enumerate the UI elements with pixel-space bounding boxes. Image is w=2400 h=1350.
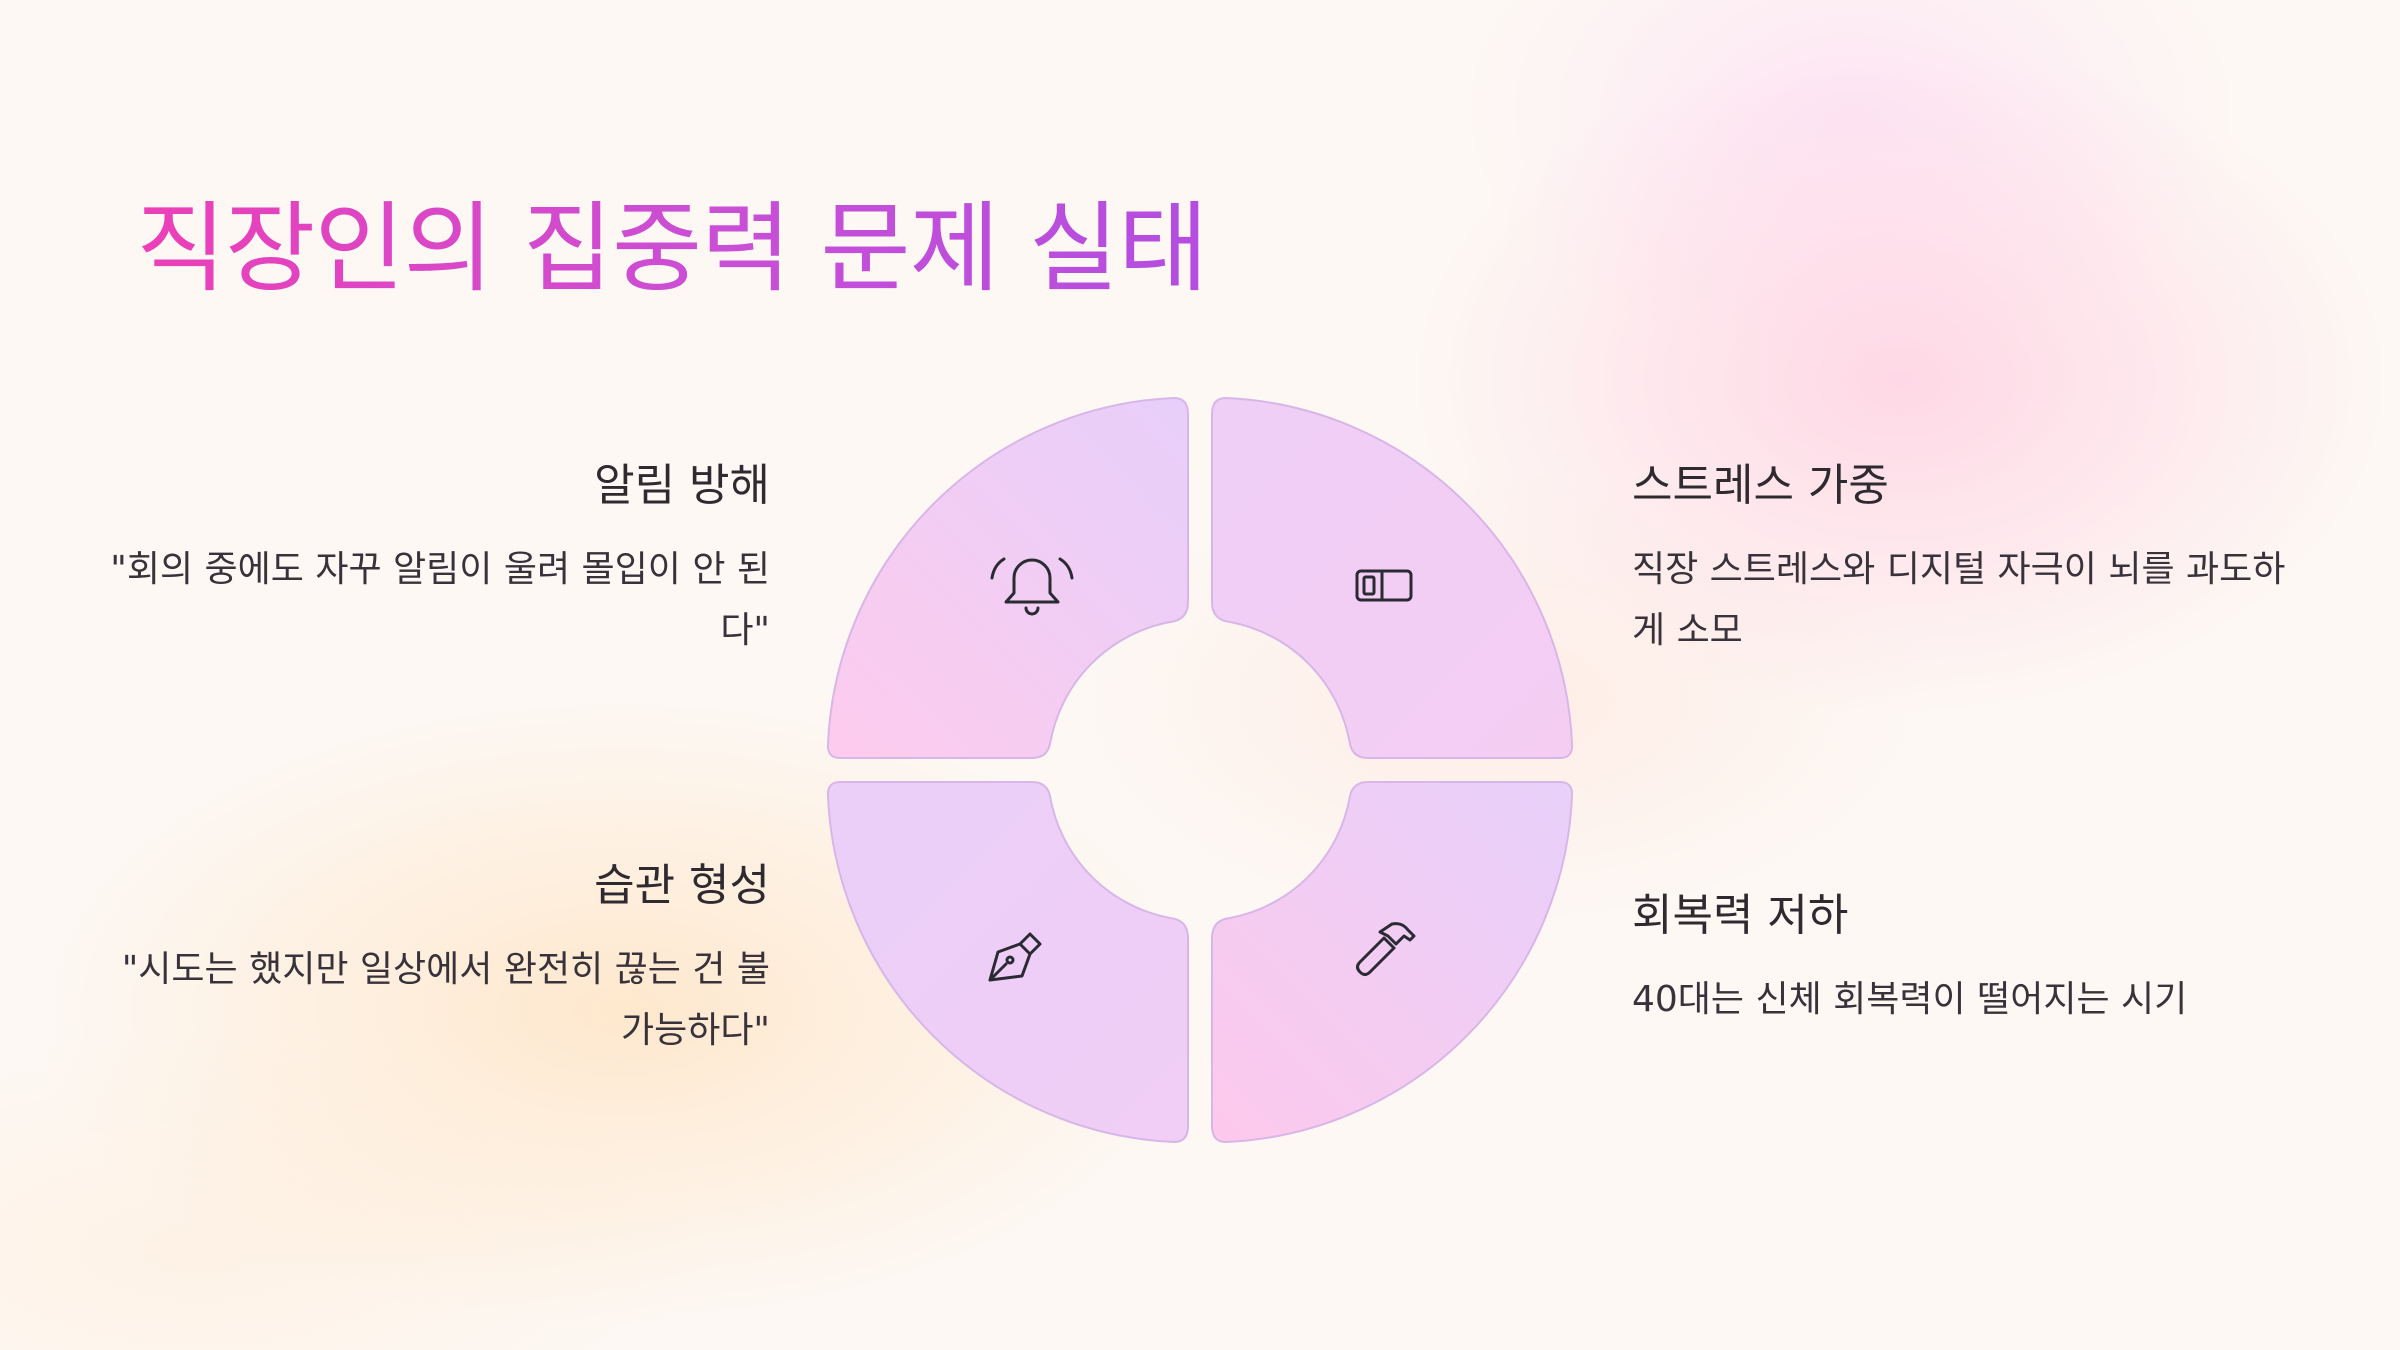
- item-block-resilience: 회복력 저하 40대는 신체 회복력이 떨어지는 시기: [1632, 888, 2312, 1030]
- segment-notifications[interactable]: [826, 396, 1189, 759]
- item-block-notifications: 알림 방해 "회의 중에도 자꾸 알림이 울려 몰입이 안 된다": [90, 458, 770, 661]
- pen-nib-icon: [988, 932, 1042, 982]
- item-desc-habits: "시도는 했지만 일상에서 완전히 끊는 건 불가능하다": [121, 949, 770, 1051]
- item-title-stress: 스트레스 가중: [1632, 460, 1889, 511]
- item-title-habits: 습관 형성: [594, 860, 770, 911]
- segment-resilience[interactable]: [1211, 781, 1574, 1144]
- item-block-stress: 스트레스 가중 직장 스트레스와 디지털 자극이 뇌를 과도하게 소모: [1632, 458, 2312, 661]
- page-title: 직장인의 집중력 문제 실태: [136, 192, 1208, 306]
- hammer-icon: [1356, 922, 1416, 976]
- item-desc-notifications: "회의 중에도 자꾸 알림이 울려 몰입이 안 된다": [110, 549, 770, 651]
- item-title-notifications: 알림 방해: [594, 460, 770, 511]
- battery-low-icon: [1355, 569, 1413, 602]
- segment-stress[interactable]: [1211, 396, 1574, 759]
- item-title-resilience: 회복력 저하: [1632, 890, 1849, 941]
- item-desc-resilience: 40대는 신체 회복력이 떨어지는 시기: [1632, 979, 2188, 1020]
- bell-icon: [990, 557, 1074, 616]
- item-desc-stress: 직장 스트레스와 디지털 자극이 뇌를 과도하게 소모: [1632, 549, 2286, 651]
- item-block-habits: 습관 형성 "시도는 했지만 일상에서 완전히 끊는 건 불가능하다": [90, 858, 770, 1061]
